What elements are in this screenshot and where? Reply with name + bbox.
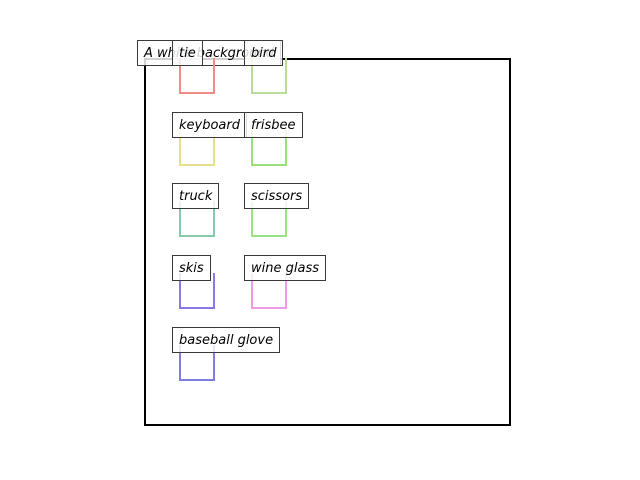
object-box-tie [179, 58, 215, 94]
object-label-bird: bird [244, 40, 284, 66]
object-box-truck [179, 201, 215, 237]
object-box-scissors [251, 201, 287, 237]
object-label-keyboard: keyboard [172, 112, 247, 138]
object-label-truck: truck [172, 183, 220, 209]
object-box-wine-glass [251, 273, 287, 309]
object-box-bird [251, 58, 287, 94]
object-label-skis: skis [172, 255, 211, 281]
object-box-keyboard [179, 130, 215, 166]
object-box-baseball-glove [179, 345, 215, 381]
object-label-scissors: scissors [244, 183, 310, 209]
object-label-tie: tie [172, 40, 203, 66]
object-label-frisbee: frisbee [244, 112, 303, 138]
object-label-wine-glass: wine glass [244, 255, 326, 281]
object-box-frisbee [251, 130, 287, 166]
object-box-skis [179, 273, 215, 309]
object-label-baseball-glove: baseball glove [172, 327, 281, 353]
